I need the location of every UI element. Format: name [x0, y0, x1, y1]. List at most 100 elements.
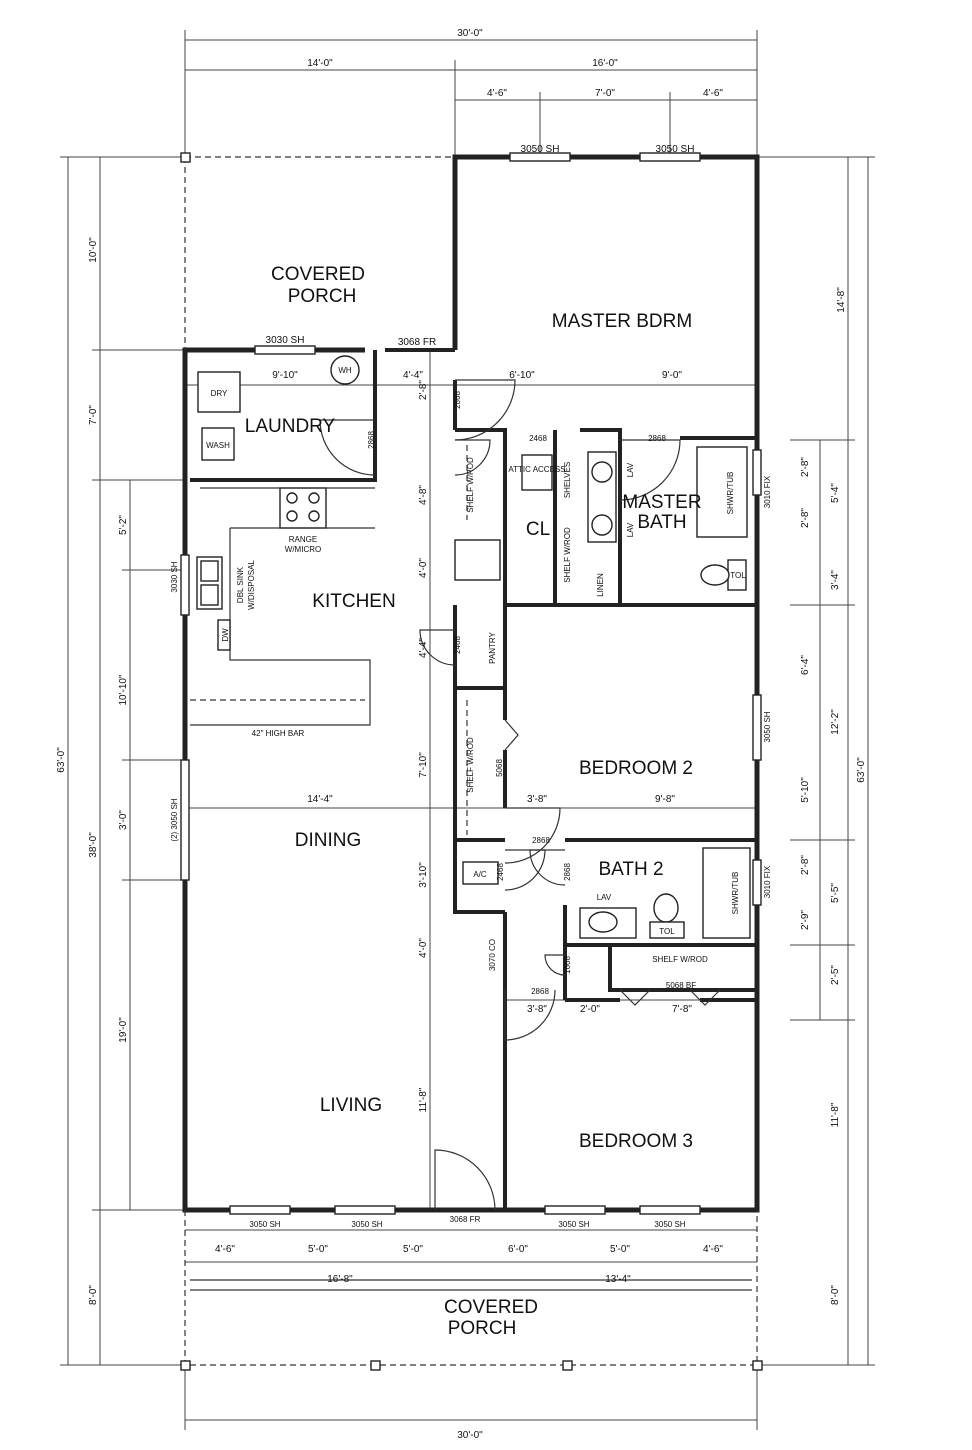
- room-kitchen: KITCHEN: [312, 591, 395, 612]
- dim-living-depth: 11'-8": [418, 1087, 429, 1112]
- coat-door-label: 3070 CO: [488, 939, 497, 971]
- dim-top-right: 16'-0": [592, 58, 618, 69]
- win-top-2-label: 3050 SH: [656, 144, 695, 155]
- dim-right-shelf: 2'-5": [830, 965, 841, 985]
- dbl-sink-disposal-label: W/DISPOSAL: [247, 560, 256, 610]
- dim-right-bath2-total: 5'-5": [830, 883, 841, 903]
- fixtures: [190, 355, 751, 939]
- door-hall-2868-label: 2868: [532, 836, 550, 845]
- room-master-bath-1: MASTER: [622, 492, 701, 513]
- dim-right-bath2-2: 2'-9": [800, 910, 811, 930]
- shelves-label: SHELVES: [563, 462, 572, 498]
- dry-label: DRY: [211, 389, 228, 398]
- dim-dining-w: 14'-4": [307, 794, 333, 805]
- dbl-sink-label: DBL SINK: [236, 566, 245, 603]
- dim-bed3-a: 3'-8": [527, 1004, 547, 1015]
- range-label: RANGE: [289, 535, 317, 544]
- doors: [319, 379, 721, 1211]
- door-laundry-label: 2868: [367, 431, 376, 449]
- back-door: [454, 379, 516, 441]
- room-bedroom-2: BEDROOM 2: [579, 758, 693, 779]
- shwr-tub-1-label: SHWR/TUB: [726, 472, 735, 515]
- dim-porch-sub-3: 5'-0": [403, 1244, 423, 1255]
- room-living: LIVING: [320, 1095, 382, 1116]
- win-top-1-label: 3050 SH: [521, 144, 560, 155]
- dim-left-laundry: 7'-0": [88, 405, 99, 425]
- dim-hall-v3: 4'-4": [418, 638, 429, 658]
- shelf-rod-3-label: SHELF W/ROD: [466, 737, 475, 793]
- win-3010-1-label: 3010 FIX: [763, 475, 772, 508]
- windows: [180, 152, 762, 1215]
- washer: [201, 427, 235, 461]
- door-back-label: 3068 FR: [398, 337, 436, 348]
- room-covered-porch-front-2: PORCH: [448, 1318, 517, 1339]
- dim-laundry-hall: 4'-4": [403, 370, 423, 381]
- door-master-label: 2868: [453, 391, 462, 409]
- door-front-label: 3068 FR: [450, 1215, 481, 1224]
- dim-hall-v1: 4'-8": [418, 485, 429, 505]
- shelf-rod-1-label: SHELF W/ROD: [466, 457, 475, 513]
- dim-right-bath-1: 2'-8": [800, 457, 811, 477]
- high-bar-label: 42" HIGH BAR: [252, 729, 305, 738]
- shelf-rod-2-label: SHELF W/ROD: [563, 527, 572, 583]
- dim-left-front-porch: 8'-0": [88, 1285, 99, 1305]
- dim-right-master: 14'-8": [836, 287, 847, 313]
- dim-bed3-b: 2'-0": [580, 1004, 600, 1015]
- linen-label: LINEN: [596, 573, 605, 597]
- room-master-bath-2: BATH: [637, 512, 686, 533]
- door-bath2-label: 2868: [563, 863, 572, 881]
- dim-overall-top: 30'-0": [457, 28, 483, 39]
- lav-3-label: LAV: [597, 893, 612, 902]
- room-covered-porch-back-1: COVERED: [271, 264, 365, 285]
- win-front-4-label: 3050 SH: [654, 1220, 685, 1229]
- dim-porch-sub-1: 4'-6": [215, 1244, 235, 1255]
- dim-hall-v2: 4'-0": [418, 558, 429, 578]
- door-ac-label: 2468: [496, 863, 505, 881]
- dim-right-bed2-2: 5'-10": [800, 777, 811, 803]
- room-master-bdrm: MASTER BDRM: [552, 311, 692, 332]
- bifold-label: 5068 BF: [666, 981, 696, 990]
- win-front-3-label: 3050 SH: [558, 1220, 589, 1229]
- pantry-label: PANTRY: [488, 631, 497, 663]
- win-3010-2-label: 3010 FIX: [763, 865, 772, 898]
- dim-master-w: 9'-0": [662, 370, 682, 381]
- dim-top-left: 14'-0": [307, 58, 333, 69]
- shwr-tub-2-label: SHWR/TUB: [731, 872, 740, 915]
- dim-porch-sub-2: 5'-0": [308, 1244, 328, 1255]
- win-front-2-label: 3050 SH: [351, 1220, 382, 1229]
- dim-right-bath-3: 2'-8": [800, 508, 811, 528]
- wash-label: WASH: [206, 441, 230, 450]
- door-5068-label: 5068: [495, 759, 504, 777]
- dim-left-kitchen-total: 10'-10": [118, 674, 129, 705]
- dim-right-overall: 63'-0": [856, 757, 867, 783]
- dim-bed3-c: 7'-8": [672, 1004, 692, 1015]
- walls: [182, 154, 760, 1366]
- dim-right-bed2-total: 12'-2": [830, 709, 841, 735]
- shelf-rod-4-label: SHELF W/ROD: [652, 955, 708, 964]
- door-pantry-label: 2468: [453, 636, 462, 654]
- room-dining: DINING: [295, 830, 362, 851]
- dim-left-overall: 63'-0": [56, 747, 67, 773]
- room-bath-2: BATH 2: [598, 859, 663, 880]
- wh-label: WH: [338, 366, 352, 375]
- laundry-door: [319, 419, 376, 476]
- tol-1-label: TOL: [730, 571, 746, 580]
- dim-right-bed3: 11'-8": [830, 1102, 841, 1127]
- range-micro-label: W/MICRO: [285, 545, 321, 554]
- dim-left-dining: 3'-0": [118, 810, 129, 830]
- dim-hall-v6: 4'-0": [418, 938, 429, 958]
- room-labels: COVERED PORCH MASTER BDRM LAUNDRY KITCHE…: [245, 264, 702, 1339]
- dw-label: DW: [221, 628, 230, 642]
- dim-top-sub-3: 4'-6": [703, 88, 723, 99]
- win-dining-label: (2) 3050 SH: [170, 798, 179, 841]
- dim-hall-v4: 7'-10": [418, 752, 429, 778]
- dim-right-bath2-1: 2'-8": [800, 855, 811, 875]
- door-hall-2468-label: 2468: [529, 434, 547, 443]
- win-bed2-label: 3050 SH: [763, 711, 772, 742]
- room-cl: CL: [526, 519, 550, 540]
- dim-porch-left: 16'-8": [327, 1274, 353, 1285]
- dim-laundry-w: 9'-10": [272, 370, 298, 381]
- dim-right-bath-4: 3'-4": [830, 570, 841, 590]
- door-bed3-label: 2868: [531, 987, 549, 996]
